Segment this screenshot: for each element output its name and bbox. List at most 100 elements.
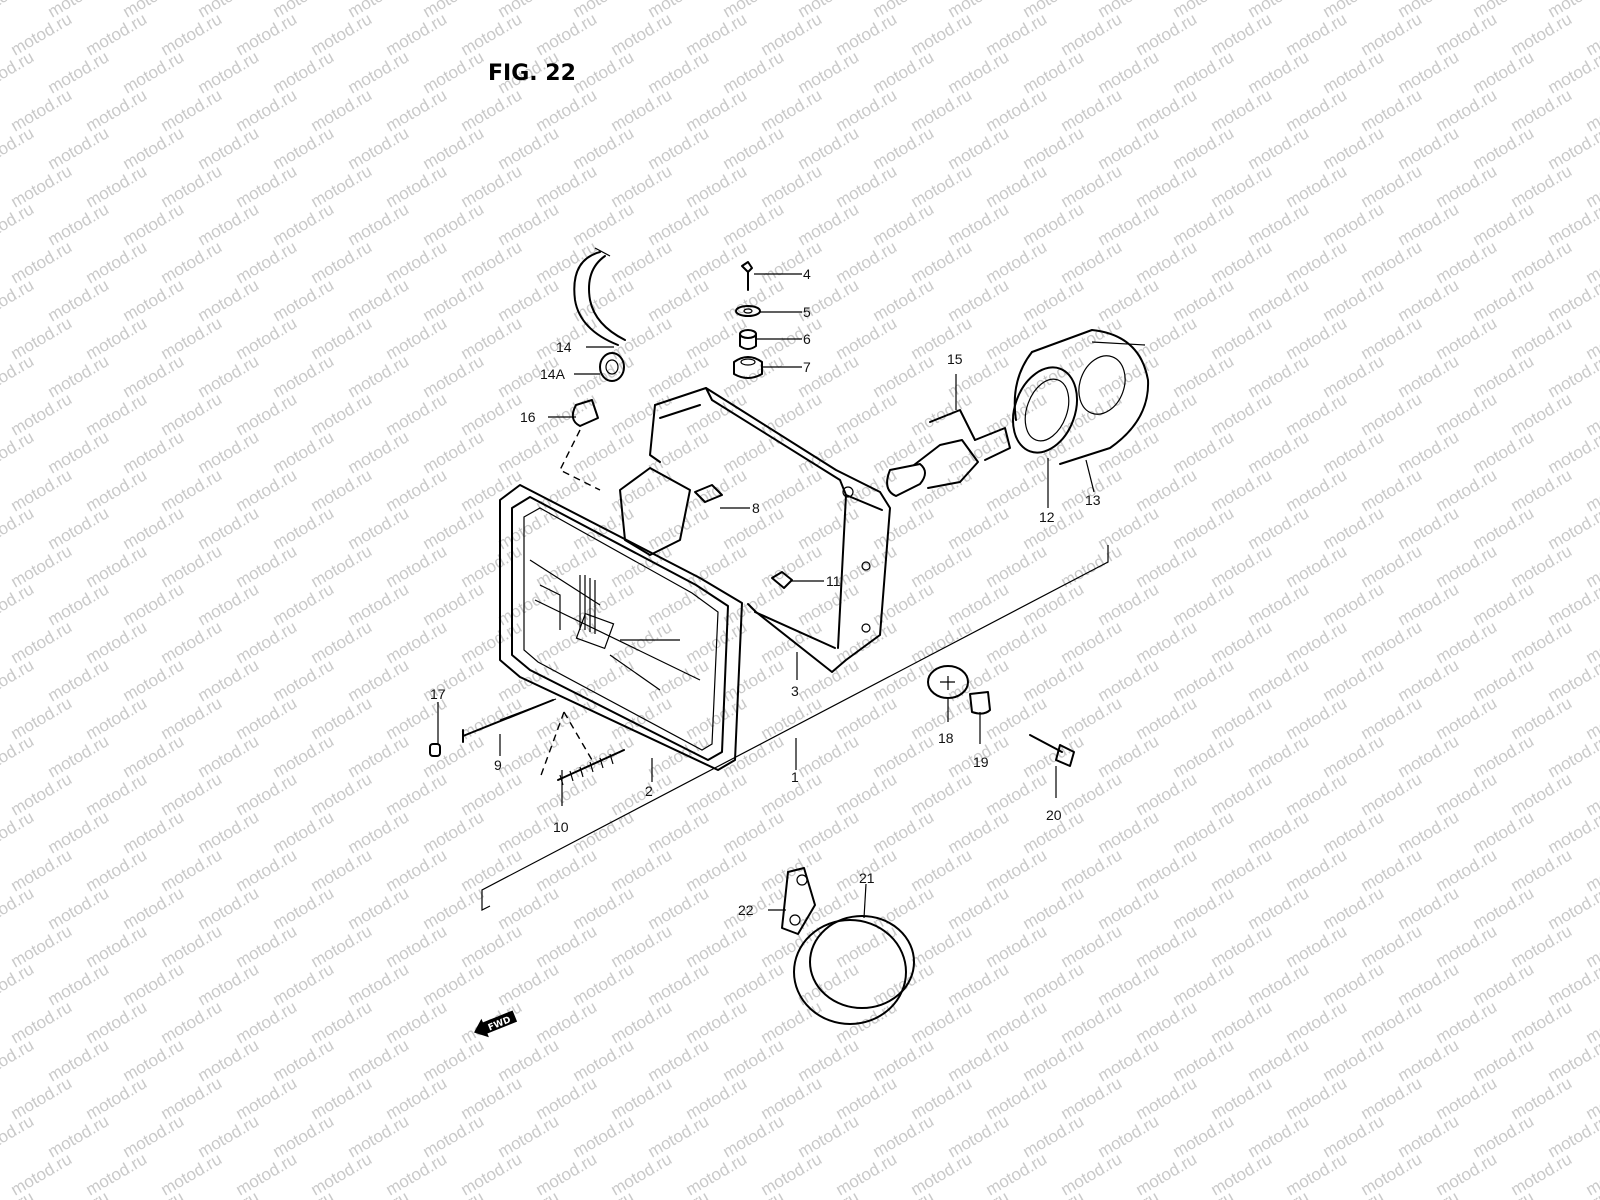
label-p12: 12 [1039,509,1055,525]
watermark-text: motod.ru [1170,1111,1238,1161]
watermark-text: motod.ru [1545,199,1600,249]
watermark-text: motod.ru [1470,655,1538,705]
watermark-text: motod.ru [195,47,263,97]
watermark-text: motod.ru [833,1149,901,1199]
watermark-text: motod.ru [1433,465,1501,515]
watermark-text: motod.ru [1133,9,1201,59]
watermark-text: motod.ru [83,1149,151,1199]
watermark-text: motod.ru [1245,1035,1313,1085]
watermark-text: motod.ru [45,427,113,477]
watermark-text: motod.ru [1545,351,1600,401]
watermark-text: motod.ru [870,47,938,97]
watermark-text: motod.ru [1245,427,1313,477]
watermark-text: motod.ru [383,465,451,515]
watermark-text: motod.ru [758,389,826,439]
part-12-bulb-socket [1012,366,1078,454]
watermark-text: motod.ru [1320,655,1388,705]
watermark-text: motod.ru [0,47,37,97]
watermark-text: motod.ru [795,1111,863,1161]
watermark-text: motod.ru [233,9,301,59]
watermark-text: motod.ru [420,351,488,401]
watermark-text: motod.ru [120,199,188,249]
watermark-text: motod.ru [420,1035,488,1085]
watermark-text: motod.ru [1133,617,1201,667]
watermark-text: motod.ru [645,1111,713,1161]
watermark-text: motod.ru [8,85,76,135]
watermark-text: motod.ru [1320,731,1388,781]
watermark-text: motod.ru [195,655,263,705]
watermark-text: motod.ru [1470,123,1538,173]
label-p2: 2 [645,783,653,799]
watermark-text: motod.ru [1545,123,1600,173]
watermark-text: motod.ru [870,275,938,325]
watermark-text: motod.ru [458,769,526,819]
watermark-text: motod.ru [270,351,338,401]
watermark-text: motod.ru [720,1035,788,1085]
watermark-text: motod.ru [870,1187,938,1200]
part-22-reflector-bracket [781,867,816,935]
watermark-text: motod.ru [195,199,263,249]
watermark-text: motod.ru [645,1187,713,1200]
watermark-text: motod.ru [1283,161,1351,211]
watermark-text: motod.ru [1545,655,1600,705]
watermark-text: motod.ru [1283,541,1351,591]
watermark-text: motod.ru [270,655,338,705]
watermark-text: motod.ru [383,9,451,59]
watermark-text: motod.ru [1508,161,1576,211]
watermark-text: motod.ru [345,1035,413,1085]
watermark-text: motod.ru [1020,1111,1088,1161]
watermark-text: motod.ru [83,237,151,287]
watermark-text: motod.ru [983,85,1051,135]
watermark-text: motod.ru [608,313,676,363]
watermark-text: motod.ru [645,655,713,705]
watermark-text: motod.ru [1170,47,1238,97]
watermark-text: motod.ru [1395,959,1463,1009]
watermark-text: motod.ru [1395,1187,1463,1200]
watermark-text: motod.ru [908,617,976,667]
watermark-text: motod.ru [1208,1073,1276,1123]
watermark-text: motod.ru [533,85,601,135]
watermark-text: motod.ru [195,883,263,933]
watermark-text: motod.ru [45,1111,113,1161]
watermark-text: motod.ru [983,1073,1051,1123]
watermark-text: motod.ru [1058,237,1126,287]
watermark-text: motod.ru [1470,1187,1538,1200]
watermark-text: motod.ru [983,921,1051,971]
watermark-text: motod.ru [458,161,526,211]
watermark-text: motod.ru [1170,1035,1238,1085]
watermark-text: motod.ru [420,427,488,477]
watermark-text: motod.ru [120,579,188,629]
watermark-text: motod.ru [383,1149,451,1199]
watermark-text: motod.ru [420,503,488,553]
watermark-text: motod.ru [1020,731,1088,781]
watermark-text: motod.ru [495,731,563,781]
watermark-text: motod.ru [495,123,563,173]
watermark-text: motod.ru [1170,579,1238,629]
watermark-text: motod.ru [0,731,37,781]
watermark-text: motod.ru [720,123,788,173]
watermark-text: motod.ru [1433,693,1501,743]
label-p7: 7 [803,359,811,375]
watermark-text: motod.ru [345,427,413,477]
watermark-text: motod.ru [1095,275,1163,325]
watermark-text: motod.ru [308,921,376,971]
label-p13: 13 [1085,492,1101,508]
watermark-text: motod.ru [1058,85,1126,135]
watermark-text: motod.ru [1470,883,1538,933]
watermark-text: motod.ru [533,997,601,1047]
watermark-text: motod.ru [1095,351,1163,401]
watermark-text: motod.ru [645,579,713,629]
watermark-text: motod.ru [458,541,526,591]
watermark-text: motod.ru [720,807,788,857]
watermark-text: motod.ru [720,1111,788,1161]
watermark-text: motod.ru [345,47,413,97]
watermark-text: motod.ru [870,1035,938,1085]
watermark-text: motod.ru [1245,275,1313,325]
watermark-text: motod.ru [1170,123,1238,173]
watermark-text: motod.ru [308,1073,376,1123]
watermark-text: motod.ru [870,199,938,249]
watermark-text: motod.ru [233,161,301,211]
watermark-text: motod.ru [1170,807,1238,857]
watermark-text: motod.ru [495,959,563,1009]
watermark-text: motod.ru [1208,617,1276,667]
